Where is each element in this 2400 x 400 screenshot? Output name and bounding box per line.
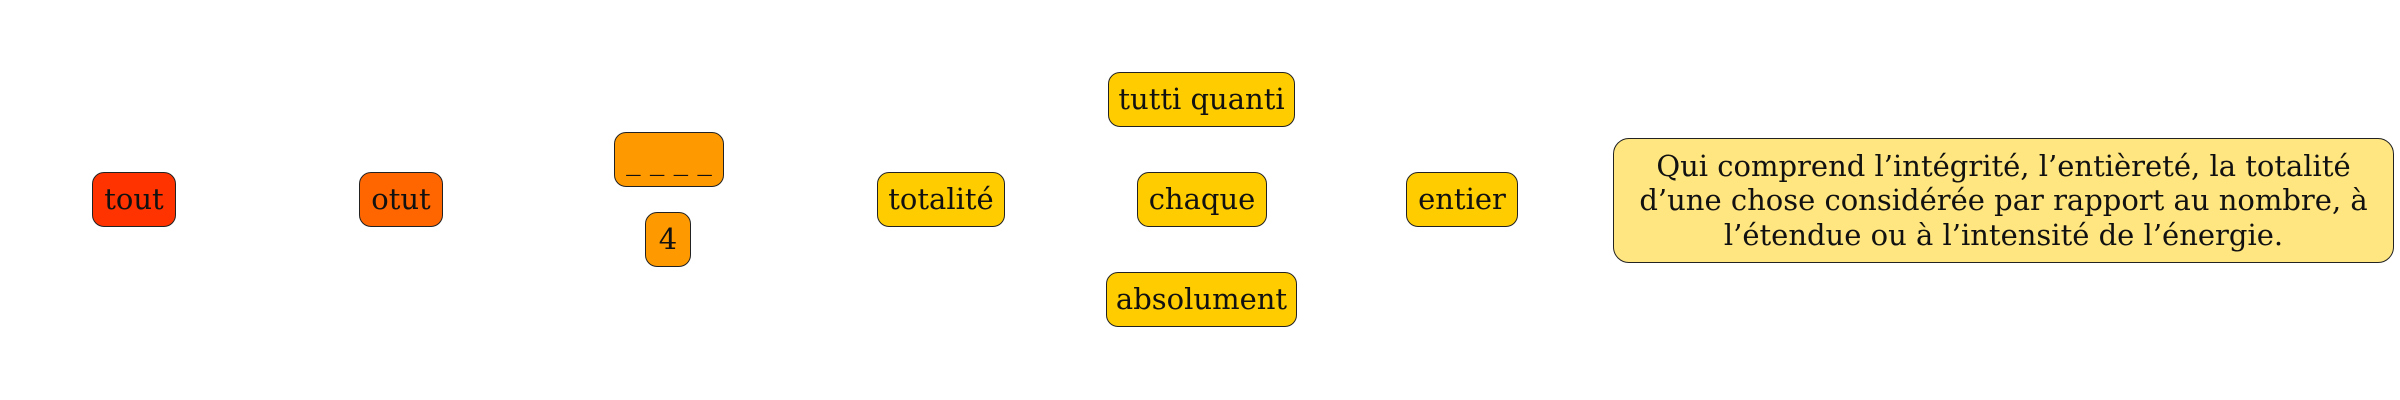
node-totalite: totalité (877, 172, 1005, 227)
node-chaque: chaque (1137, 172, 1267, 227)
node-entier: entier (1406, 172, 1518, 227)
node-letter-count: 4 (645, 212, 691, 267)
node-tout: tout (92, 172, 176, 227)
node-tutti-quanti: tutti quanti (1108, 72, 1295, 127)
node-absolument: absolument (1106, 272, 1297, 327)
node-definition: Qui comprend l’intégrité, l’entièreté, l… (1613, 138, 2394, 263)
node-blank-letters: _ _ _ _ (614, 132, 724, 187)
node-otut: otut (359, 172, 443, 227)
